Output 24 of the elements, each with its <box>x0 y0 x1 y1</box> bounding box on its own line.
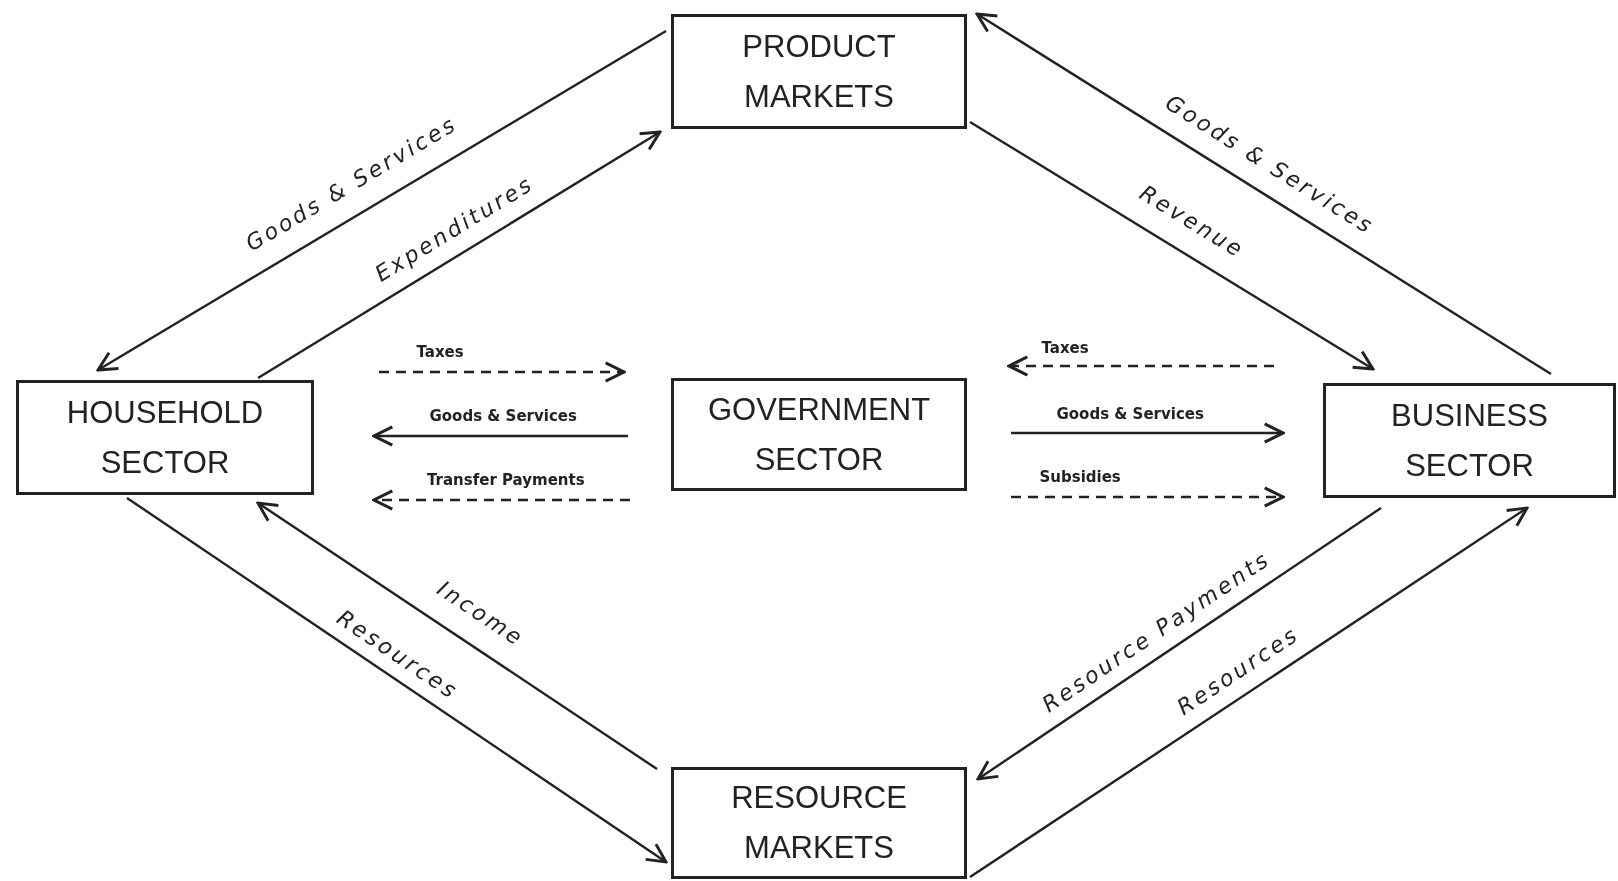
arrow <box>126 497 668 864</box>
arrow <box>96 29 667 372</box>
arrow <box>1011 422 1285 444</box>
arrow <box>256 501 658 770</box>
box-label: RESOURCE MARKETS <box>730 779 908 867</box>
sector-box <box>671 378 967 491</box>
box-label: PRODUCT MARKETS <box>741 27 897 116</box>
arrow <box>969 506 1529 878</box>
sector-box <box>671 767 967 879</box>
sector-box <box>1323 383 1616 498</box>
arrow <box>976 507 1382 781</box>
arrow <box>372 489 630 511</box>
arrow <box>1011 486 1285 508</box>
arrow <box>969 120 1375 371</box>
arrow <box>372 425 628 447</box>
arrow <box>379 361 626 383</box>
sector-box <box>671 14 967 129</box>
sector-box <box>16 380 314 495</box>
arrow <box>1007 355 1274 377</box>
arrow <box>975 12 1552 375</box>
box-label: BUSINESS SECTOR <box>1390 396 1549 485</box>
arrow <box>257 130 662 380</box>
box-label: HOUSEHOLD SECTOR <box>65 393 265 482</box>
box-label: GOVERNMENT SECTOR <box>706 390 932 479</box>
